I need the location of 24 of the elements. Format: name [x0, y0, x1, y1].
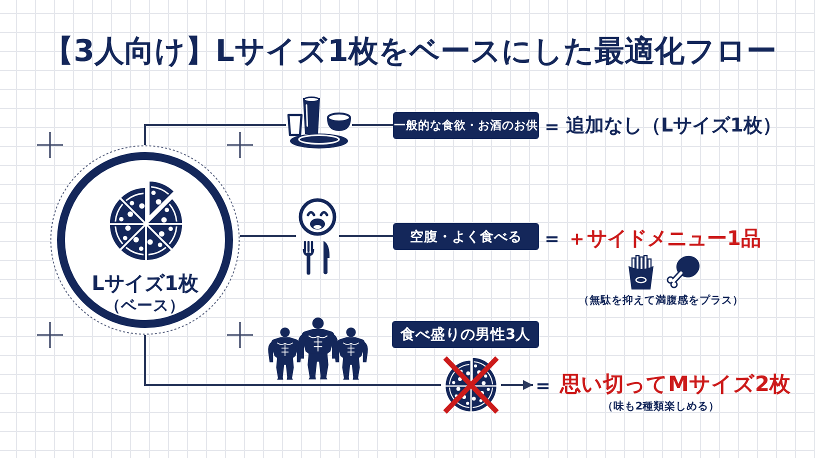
label-box: 食べ盛りの男性3人	[392, 321, 539, 348]
result-text: ＋サイドメニュー1品	[567, 226, 761, 250]
tableware-icon	[286, 96, 352, 149]
connector-line	[144, 124, 286, 145]
equals-sign: ＝	[542, 114, 562, 138]
ring-circle	[50, 145, 240, 335]
label-box: 一般的な食欲・お酒のお供	[393, 112, 539, 139]
arrow	[501, 380, 533, 390]
circle-title: Lサイズ1枚	[92, 271, 198, 295]
connector-line	[339, 235, 393, 237]
caption-text: （無駄を抑えて満腹感をプラス）	[578, 294, 744, 308]
equals-sign: ＝	[533, 373, 553, 397]
eating-face-icon	[296, 198, 339, 276]
result-text: 追加なし（Lサイズ1枚）	[566, 114, 782, 138]
result-text: 思い切ってMサイズ2枚	[560, 372, 791, 398]
label-box: 空腹・よく食べる	[393, 223, 539, 250]
crossed-pizza-icon	[441, 354, 501, 416]
title: 【3人向け】Lサイズ1枚をベースにした最適化フロー	[44, 34, 776, 70]
connector-line	[240, 235, 296, 237]
connector-line	[352, 124, 393, 126]
circle-subtitle: （ベース）	[105, 296, 185, 316]
equals-sign: ＝	[542, 226, 562, 250]
caption-text: （味も2種類楽しめる）	[602, 400, 720, 414]
connector-line	[144, 335, 441, 386]
